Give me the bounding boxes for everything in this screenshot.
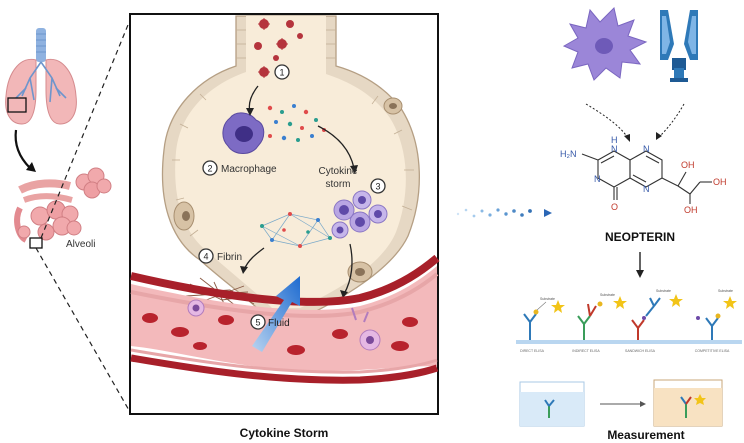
atom-n1: N xyxy=(611,144,618,154)
atom-o: O xyxy=(611,202,618,212)
atom-oh3: OH xyxy=(713,177,727,187)
blood-immune-cells xyxy=(187,299,381,351)
arrow-dendritic-to-neopterin xyxy=(585,103,629,139)
dendritic-cell xyxy=(562,7,648,81)
cytokine-storm-label-line1: Cytokine xyxy=(319,166,358,177)
step-1-number: 1 xyxy=(279,68,284,78)
step-3: 3 Cytokine storm xyxy=(319,166,386,194)
cytokine-particles xyxy=(267,104,326,142)
substrate-label-2: Substrate xyxy=(600,293,615,297)
step-4-number: 4 xyxy=(203,252,208,262)
atom-oh1: OH xyxy=(681,160,695,170)
substrate-label-3: Substrate xyxy=(656,289,671,293)
assay-label-direct: DIRECT ELISA xyxy=(520,349,545,353)
measurement-arrowhead xyxy=(640,401,646,407)
fluid-arrow xyxy=(252,276,300,352)
macrophage-label: Macrophage xyxy=(221,164,277,175)
antibody-structure xyxy=(660,10,698,82)
virus-spikes xyxy=(258,18,288,78)
arrowhead-1 xyxy=(246,108,254,116)
atom-n3: N xyxy=(643,144,650,154)
atom-oh2: OH xyxy=(684,205,698,215)
macrophage-cell xyxy=(222,112,265,154)
assay-label-competitive: COMPETITIVE ELISA xyxy=(695,349,730,353)
arrowhead-antibody xyxy=(656,132,662,140)
assay-label-sandwich: SANDWICH ELISA xyxy=(625,349,656,353)
arrow-antibody-to-neopterin xyxy=(659,103,685,137)
step-4: 4 Fibrin xyxy=(198,248,242,264)
zoom-arrow-down xyxy=(14,129,31,169)
alveoli-label: Alveoli xyxy=(66,239,95,250)
immune-cells-cluster xyxy=(331,190,388,239)
measurement-well-after xyxy=(653,379,723,427)
atom-h: H xyxy=(611,135,618,145)
blood-vessel xyxy=(130,254,440,384)
measurement-well-before xyxy=(519,381,585,427)
fibrin-label: Fibrin xyxy=(217,252,242,263)
arrowhead-fibrin xyxy=(240,266,248,274)
network-dots xyxy=(260,212,332,248)
arrow-to-vessel xyxy=(343,243,353,295)
substrate-label-4: Substrate xyxy=(718,289,733,293)
arrowhead-dendritic xyxy=(624,134,630,142)
arrowhead-2 xyxy=(350,165,358,174)
step-3-number: 3 xyxy=(375,182,380,192)
red-blood-cells xyxy=(142,313,418,355)
arrowhead-vessel xyxy=(340,290,348,298)
elisa-panel xyxy=(516,294,742,344)
measurement-label: Measurement xyxy=(607,428,684,442)
zoom-line-bottom xyxy=(35,247,131,413)
neopterin-structure xyxy=(581,150,712,204)
step-5-number: 5 xyxy=(255,318,260,328)
atom-n2: N xyxy=(594,174,601,184)
step-2-number: 2 xyxy=(207,164,212,174)
fluid-label: Fluid xyxy=(268,318,290,329)
particle-stream xyxy=(456,208,552,218)
step-2: 2 Macrophage xyxy=(202,160,277,176)
alveoli-illustration xyxy=(14,167,112,249)
alveolus xyxy=(161,15,420,319)
lungs-illustration xyxy=(5,28,77,125)
center-panel-title: Cytokine Storm xyxy=(240,426,329,440)
zoom-line-top xyxy=(40,19,131,239)
zoom-arrowhead xyxy=(26,162,36,172)
atom-h2n: H₂N xyxy=(560,149,577,159)
step-5: 5 Fluid xyxy=(250,314,290,330)
step-1: 1 xyxy=(274,64,290,80)
arrow-2-to-3 xyxy=(317,125,355,169)
cytokine-storm-label-line2: storm xyxy=(326,179,351,190)
atom-n4: N xyxy=(643,184,650,194)
assay-label-indirect: INDIRECT ELISA xyxy=(572,349,600,353)
neopterin-label: NEOPTERIN xyxy=(605,230,675,244)
substrate-label-1: Substrate xyxy=(540,297,555,301)
arrowhead-elisa xyxy=(636,270,644,278)
